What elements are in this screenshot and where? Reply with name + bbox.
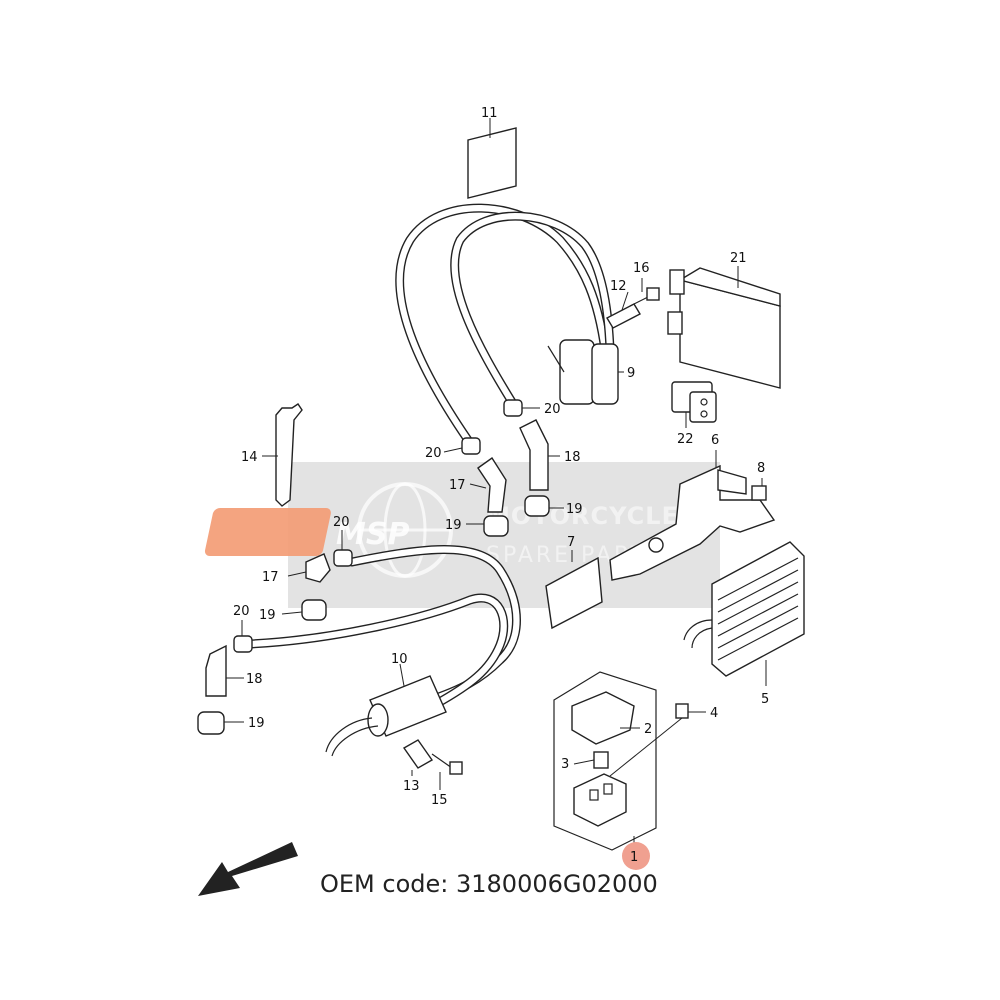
part-20-cap-upper-right [503, 399, 540, 417]
part-19-seal-lower-lower [197, 711, 244, 735]
part-17-plug-cap-lower [287, 553, 331, 583]
callout-20-lower-upper: 20 [333, 515, 350, 530]
watermark-logo: MSP [336, 517, 409, 552]
callout-19-upper-right: 19 [566, 502, 583, 517]
high-tension-leads-lower [245, 545, 521, 709]
callout-20-lower-lower: 20 [233, 604, 250, 619]
oem-code: OEM code: 3180006G02000 [320, 870, 658, 898]
callout-22: 22 [677, 432, 694, 447]
part-18-plug-cap-upper [519, 419, 560, 491]
watermark-logo-badge [204, 508, 331, 556]
callout-15: 15 [431, 793, 448, 808]
callout-3: 3 [561, 757, 569, 772]
relay-body [573, 773, 627, 827]
callout-17-upper: 17 [449, 478, 466, 493]
part-21-ignitor-unit [667, 266, 781, 389]
part-3-fuse [573, 751, 609, 769]
part-19-seal-upper-right [524, 495, 564, 517]
part-7-sheet [545, 550, 603, 630]
callout-20-upper-left: 20 [425, 446, 442, 461]
callout-labels: 1 2 3 4 5 6 7 8 9 10 11 12 13 14 15 16 1… [233, 106, 769, 865]
callout-2: 2 [644, 722, 652, 737]
part-11-label [467, 118, 517, 199]
callout-16: 16 [633, 261, 650, 276]
callout-20-upper-right: 20 [544, 402, 561, 417]
part-17-plug-cap-upper [469, 457, 507, 513]
part-19-seal-lower-upper [281, 599, 327, 621]
part-19-seal-upper-left [466, 515, 509, 537]
part-2-relay-cover [571, 691, 640, 745]
callout-5: 5 [761, 692, 769, 707]
part-20-cap-upper-left [443, 437, 481, 455]
part-22-relay [671, 381, 717, 428]
part-15-bolt [431, 753, 463, 790]
direction-arrow-icon [198, 842, 298, 896]
part-4-screw [609, 703, 706, 777]
part-10-ignition-coil [325, 663, 447, 757]
watermark-line1: MOTORCYCLE [486, 502, 679, 530]
part-5-regulator [683, 541, 805, 686]
callout-8: 8 [757, 461, 765, 476]
part-16-bolt [629, 278, 660, 307]
part-20-cap-lower-upper [333, 530, 353, 567]
part-18-plug-cap-lower [205, 644, 244, 697]
callout-18-lower: 18 [246, 672, 263, 687]
callout-19-upper-left: 19 [445, 518, 462, 533]
high-tension-leads-upper [395, 203, 615, 445]
callout-10: 10 [391, 652, 408, 667]
callout-9: 9 [627, 366, 635, 381]
callout-19-lower-lower: 19 [248, 716, 265, 731]
callout-17-lower: 17 [262, 570, 279, 585]
callout-13: 13 [403, 779, 420, 794]
part-8-bolt [751, 478, 767, 501]
callout-7: 7 [567, 535, 575, 550]
part-6-bracket [609, 450, 776, 581]
callout-11: 11 [481, 106, 498, 121]
part-12-spacer [606, 291, 641, 329]
callout-1-highlight [622, 842, 650, 870]
callout-12: 12 [610, 279, 627, 294]
callout-6: 6 [711, 433, 719, 448]
part-14-cable-tie [262, 403, 303, 507]
part-13-spacer [402, 739, 434, 776]
callout-21: 21 [730, 251, 747, 266]
callout-4: 4 [710, 706, 718, 721]
part-9-ignition-coil [547, 339, 624, 405]
callout-14: 14 [241, 450, 258, 465]
callout-1: 1 [630, 850, 638, 865]
callout-19-lower-upper: 19 [259, 608, 276, 623]
callout-18-upper: 18 [564, 450, 581, 465]
part-20-cap-lower-lower [233, 620, 253, 653]
